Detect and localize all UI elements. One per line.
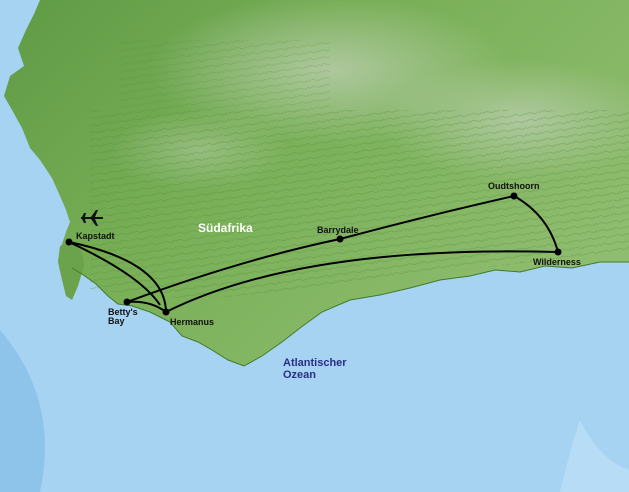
- stop-marker-oudtshoorn[interactable]: [510, 192, 518, 200]
- route-lines: [68, 195, 559, 313]
- label-hermanus: Hermanus: [170, 317, 215, 327]
- sea-shelf: [560, 420, 629, 492]
- ocean-label-line2: Ozean: [283, 368, 317, 381]
- route-oudtshoorn-wilderness: [513, 195, 559, 253]
- ocean-label: Atlantischer Ozean: [283, 357, 347, 381]
- label-kapstadt: Kapstadt: [76, 231, 115, 241]
- country-label: Südafrika: [198, 221, 253, 235]
- label-barrydale: Barrydale: [317, 225, 359, 235]
- label-bettys-bay: Betty's Bay: [108, 307, 138, 327]
- sea-shelf: [0, 330, 45, 492]
- route-wilderness-hermanus: [165, 250, 559, 313]
- ocean-label-line1: Atlantischer: [283, 357, 347, 369]
- stop-marker-kapstadt[interactable]: [65, 238, 73, 246]
- route-kapstadt-hermanus: [68, 241, 167, 313]
- mountain-ridges: [90, 110, 629, 300]
- route-kapstadt-bettys-bay: [68, 241, 161, 306]
- route-barrydale-oudtshoorn: [339, 195, 515, 240]
- stop-marker-bettys-bay[interactable]: [123, 298, 131, 306]
- stop-marker-hermanus[interactable]: [162, 308, 170, 316]
- label-bettys-bay-line1: Betty's: [108, 307, 138, 317]
- label-wilderness: Wilderness: [533, 257, 581, 267]
- stop-marker-barrydale[interactable]: [336, 235, 344, 243]
- airplane-icon: [81, 210, 103, 226]
- stop-markers: [65, 192, 562, 316]
- coastline: [71, 261, 629, 367]
- label-oudtshoorn: Oudtshoorn: [488, 181, 540, 191]
- stop-marker-wilderness[interactable]: [554, 248, 562, 256]
- route-bettys-bay-barrydale: [126, 238, 341, 303]
- label-bettys-bay-line2: Bay: [108, 316, 125, 327]
- mountain-ridges: [120, 40, 330, 110]
- cape-peninsula: [58, 240, 84, 300]
